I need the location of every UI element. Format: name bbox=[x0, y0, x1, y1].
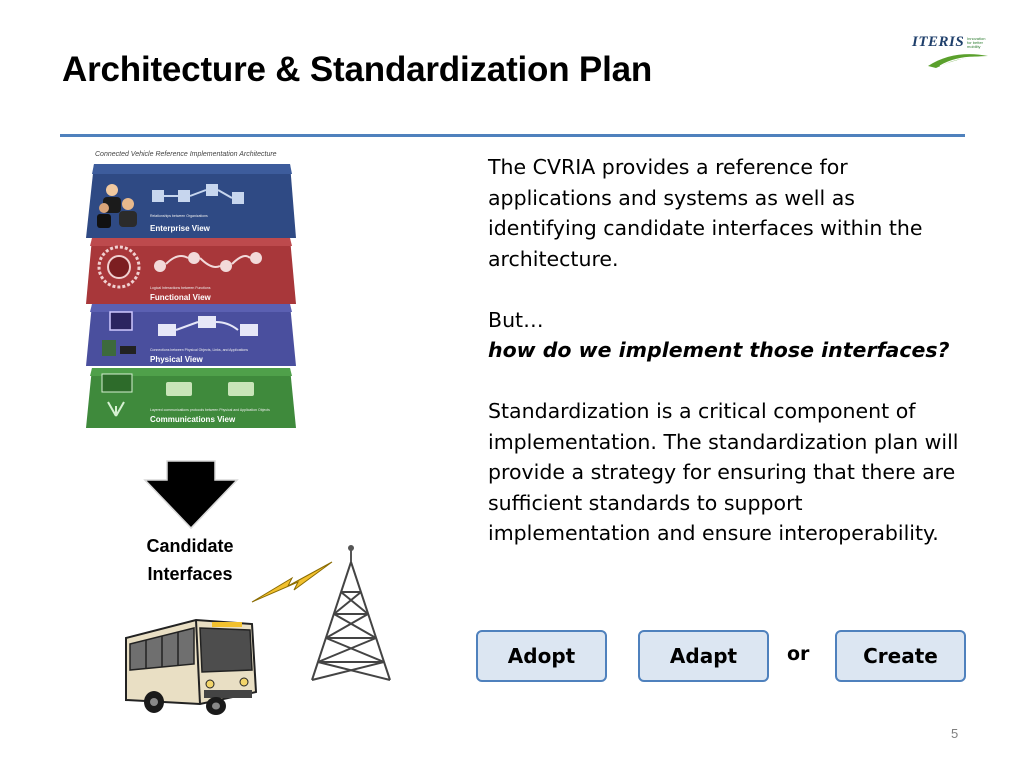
diagram-caption: Connected Vehicle Reference Implementati… bbox=[95, 151, 277, 158]
layer-subtitle: Layered communications protocols between… bbox=[150, 408, 270, 412]
functional-layer: Logical Interactions between Functions F… bbox=[86, 236, 296, 306]
radio-tower-icon bbox=[311, 545, 391, 681]
communications-layer: Layered communications protocols between… bbox=[86, 366, 296, 430]
create-button[interactable]: Create bbox=[835, 630, 966, 682]
network-signal-icon bbox=[101, 373, 133, 417]
logo-tagline: Innovation for better mobility bbox=[967, 36, 986, 49]
physical-flow-icon bbox=[158, 316, 258, 336]
title-divider bbox=[60, 134, 965, 137]
people-icon bbox=[97, 184, 137, 228]
adapt-button[interactable]: Adapt bbox=[638, 630, 769, 682]
but-line: But… bbox=[488, 307, 544, 332]
iteris-logo: ITERIS Innovation for better mobility bbox=[910, 32, 992, 72]
physical-layer: Connections between Physical Objects, Li… bbox=[86, 302, 296, 368]
page-number: 5 bbox=[951, 726, 959, 741]
slide-title: Architecture & Standardization Plan bbox=[62, 50, 653, 89]
standardization-paragraph: Standardization is a critical component … bbox=[488, 399, 959, 545]
question-line: how do we implement those interfaces? bbox=[488, 335, 968, 366]
question-text: how do we implement those interfaces? bbox=[488, 338, 950, 362]
candidate-label-line2: Interfaces bbox=[147, 564, 233, 584]
computer-devices-icon bbox=[102, 311, 136, 356]
road-swoosh-icon bbox=[928, 54, 988, 68]
logo-wordmark: ITERIS bbox=[912, 34, 965, 50]
layer-title: Functional View bbox=[150, 293, 211, 302]
protocol-blocks-icon bbox=[166, 382, 254, 396]
gear-seal-icon bbox=[97, 245, 141, 289]
layer-subtitle: Logical Interactions between Functions bbox=[150, 286, 211, 290]
enterprise-layer: Relationships between Organizations Ente… bbox=[86, 162, 296, 240]
candidate-label-line1: Candidate bbox=[146, 536, 234, 556]
layer-title: Enterprise View bbox=[150, 224, 210, 233]
enterprise-flow-icon bbox=[152, 184, 244, 204]
or-label: or bbox=[787, 643, 810, 665]
functional-flow-icon bbox=[154, 252, 262, 272]
adopt-button[interactable]: Adopt bbox=[476, 630, 607, 682]
body-text: The CVRIA provides a reference for appli… bbox=[488, 152, 968, 549]
layer-title: Communications View bbox=[150, 415, 236, 424]
layer-subtitle: Connections between Physical Objects, Li… bbox=[150, 348, 249, 352]
layer-subtitle: Relationships between Organizations bbox=[150, 214, 208, 218]
layer-title: Physical View bbox=[150, 355, 203, 364]
down-arrow-icon bbox=[143, 460, 239, 530]
bus-icon bbox=[125, 618, 258, 715]
cvria-paragraph: The CVRIA provides a reference for appli… bbox=[488, 155, 923, 271]
candidate-interfaces-label: Candidate Interfaces bbox=[130, 532, 250, 588]
lightning-bolt-icon bbox=[251, 561, 333, 603]
